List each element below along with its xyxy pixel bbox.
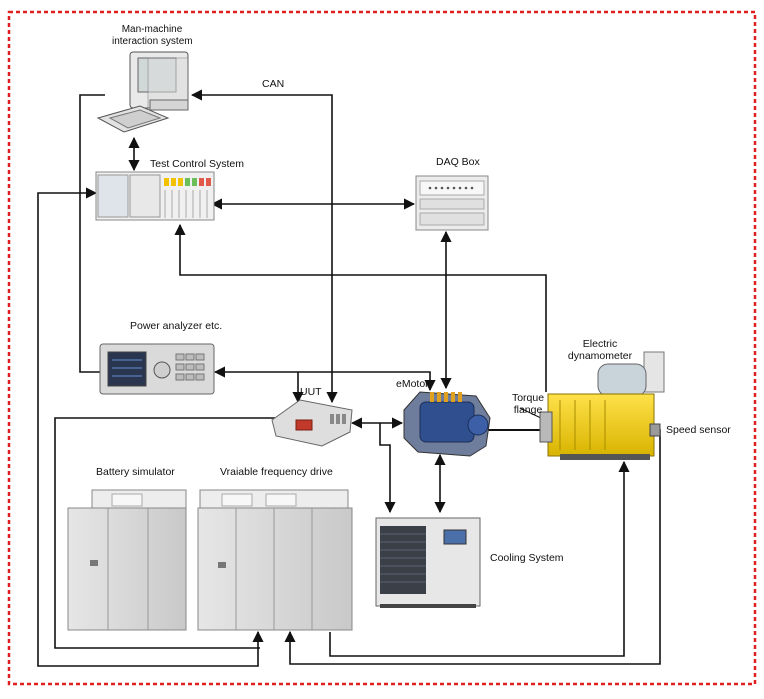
hmi-label-line2: interaction system: [112, 36, 193, 47]
power-analyzer-label: Power analyzer etc.: [130, 320, 223, 332]
cooling-system-label: Cooling System: [490, 552, 564, 564]
power-emotor-line: [213, 366, 436, 392]
test-control-system-icon: [95, 171, 215, 221]
can-label: CAN: [262, 78, 285, 90]
power-analyzer-icon: [99, 343, 215, 395]
uut-label: UUT: [300, 386, 322, 398]
dyno-vfd-line: [329, 460, 630, 657]
dynamometer-icon: [539, 351, 665, 460]
uut-icon: [271, 399, 353, 447]
computer-icon: [96, 51, 189, 133]
test-control-label: Test Control System: [150, 158, 244, 170]
dashed-border: [7, 10, 757, 686]
electric-dyno-line1: Electric: [582, 338, 618, 350]
uut-battery-line: [54, 417, 280, 649]
torque-flange-line1: Torque: [511, 392, 545, 404]
hmi-label: Man-machine interaction system: [112, 24, 193, 48]
speed-sensor-label: Speed sensor: [666, 424, 731, 436]
emotor-cooling-line: [379, 423, 396, 514]
vfd-icon: [197, 489, 353, 631]
can-line: [190, 89, 338, 404]
daq-box-label: DAQ Box: [436, 156, 480, 168]
daq-box-icon: [415, 175, 489, 231]
emotor-label: eMotor: [396, 378, 429, 390]
pc-power-line: [79, 94, 105, 373]
cooling-system-icon: [375, 517, 481, 608]
battery-simulator-label: Battery simulator: [96, 466, 175, 478]
tcs-left-loop: [37, 187, 264, 667]
torque-flange-line2: flange: [513, 404, 543, 416]
torque-flange-label: Torque flange: [508, 392, 548, 416]
electric-dyno-label: Electric dynamometer: [560, 338, 640, 362]
battery-simulator-icon: [67, 489, 187, 631]
emotor-icon: [403, 391, 491, 457]
hmi-label-line1: Man-machine: [121, 24, 183, 35]
vfd-label: Vraiable frequency drive: [220, 466, 333, 478]
dyno-tcs-line: [174, 223, 547, 392]
electric-dyno-line2: dynamometer: [567, 350, 633, 362]
